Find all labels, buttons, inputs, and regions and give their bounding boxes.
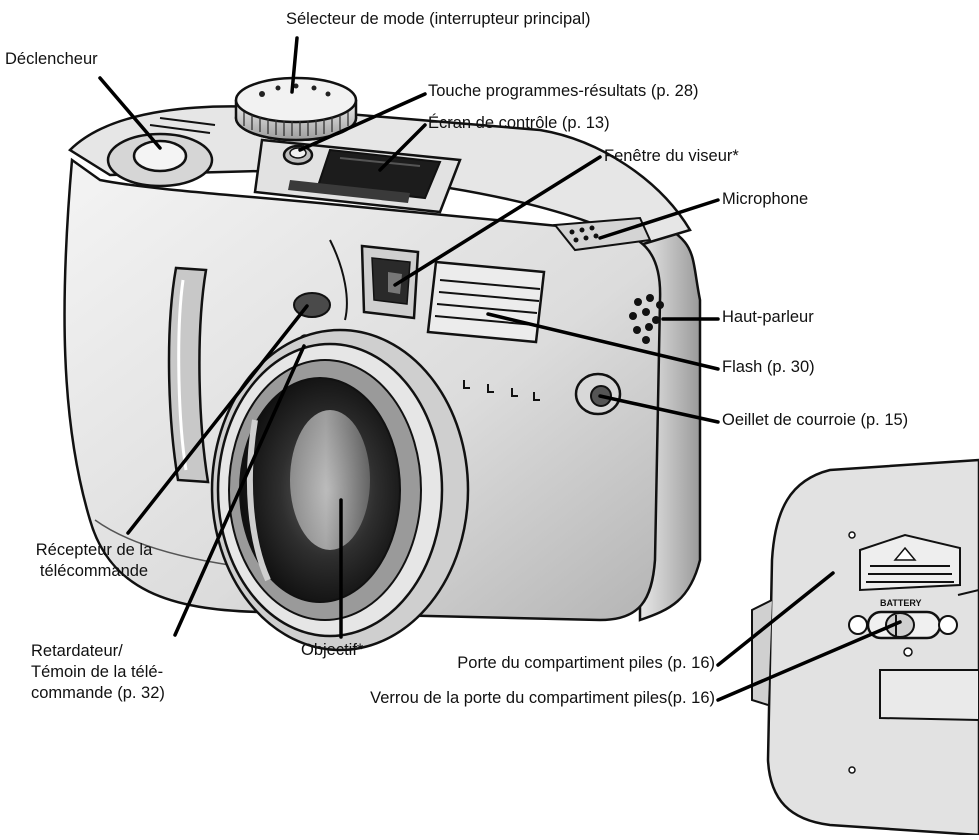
- leader-lines: [98, 36, 902, 702]
- mode-dial: [234, 76, 358, 142]
- leader-viewfinder: [393, 155, 602, 287]
- flash-window: [426, 260, 546, 344]
- leader-program-results: [298, 92, 427, 152]
- leader-battery-lock: [716, 620, 902, 702]
- strap-eyelet: [574, 372, 622, 416]
- label-lens: Objectif*: [301, 641, 364, 659]
- speaker-holes: [629, 294, 664, 344]
- leader-shutter: [98, 76, 162, 150]
- label-program-results: Touche programmes-résultats (p. 28): [428, 82, 699, 100]
- leader-battery-door: [716, 571, 835, 667]
- label-remote-receiver-line1: Récepteur de la: [35, 541, 153, 559]
- label-microphone: Microphone: [722, 190, 809, 208]
- label-speaker: Haut-parleur: [722, 308, 814, 326]
- shutter-button: [106, 132, 214, 188]
- label-self-timer: Retardateur/ Témoin de la télé- commande…: [31, 641, 165, 704]
- label-self-timer-line3: commande (p. 32): [31, 684, 165, 702]
- top-panel: [253, 138, 462, 214]
- microphone-grille: [553, 216, 652, 252]
- label-viewfinder: Fenêtre du viseur*: [604, 147, 739, 165]
- camera-bottom-view: BATTERY: [751, 458, 979, 837]
- leader-self-timer: [173, 344, 306, 637]
- top-ridges: [149, 117, 216, 134]
- label-flash: Flash (p. 30): [722, 358, 815, 376]
- label-remote-receiver-line2: télécommande: [39, 562, 149, 580]
- label-strap-eyelet: Oeillet de courroie (p. 15): [722, 411, 909, 429]
- leader-microphone: [598, 198, 720, 240]
- label-battery-door: Porte du compartiment piles (p. 16): [457, 654, 715, 672]
- viewfinder-window: [360, 244, 420, 320]
- leader-strap-eyelet: [598, 394, 720, 424]
- label-mode-dial: Sélecteur de mode (interrupteur principa…: [286, 10, 591, 28]
- zoom-marks: [463, 380, 540, 401]
- leader-mode-dial: [290, 36, 299, 94]
- battery-label: BATTERY: [880, 598, 922, 608]
- label-self-timer-line2: Témoin de la télé-: [31, 663, 164, 681]
- leader-remote-receiver: [126, 304, 309, 535]
- label-control-screen: Écran de contrôle (p. 13): [428, 114, 610, 132]
- label-shutter: Déclencheur: [5, 50, 98, 68]
- label-remote-receiver: Récepteur de la télécommande: [4, 540, 184, 582]
- label-self-timer-line1: Retardateur/: [31, 642, 123, 660]
- leader-control-screen: [378, 123, 427, 172]
- label-battery-lock: Verrou de la porte du compartiment piles…: [370, 689, 715, 707]
- leader-flash: [486, 312, 720, 371]
